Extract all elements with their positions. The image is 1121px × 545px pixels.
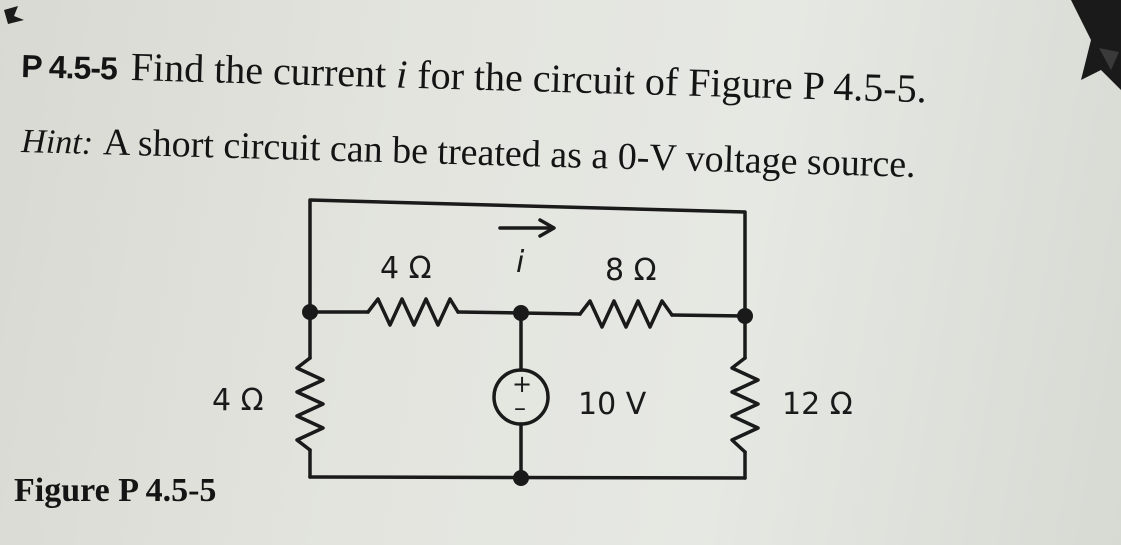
label-source-plus: + xyxy=(512,370,532,398)
page-edge-decoration-icon xyxy=(1071,0,1121,90)
label-r-top-left: 4 Ω xyxy=(380,251,432,286)
label-current: i xyxy=(516,245,525,280)
corner-mark-icon xyxy=(4,6,24,24)
wire-top-right xyxy=(670,313,747,318)
resistor-top-left xyxy=(366,297,460,327)
node-right xyxy=(737,308,753,324)
node-mid-top xyxy=(513,305,529,321)
wire-top xyxy=(308,198,747,317)
label-source-value: 10 V xyxy=(578,387,647,422)
figure-caption: Figure P 4.5-5 xyxy=(14,472,217,509)
label-r-top-right: 8 Ω xyxy=(605,253,657,288)
wire-top-mid-right xyxy=(519,311,582,316)
label-r-right: 12 Ω xyxy=(782,387,853,422)
label-r-left: 4 Ω xyxy=(212,383,264,418)
resistor-left xyxy=(295,356,325,452)
resistor-top-right xyxy=(578,299,674,329)
label-source-minus: – xyxy=(514,394,526,422)
resistor-right xyxy=(730,356,760,454)
wire-top-mid-left xyxy=(456,310,523,315)
node-left xyxy=(302,304,318,320)
voltage-source xyxy=(492,368,550,426)
node-mid-bottom xyxy=(513,470,529,486)
